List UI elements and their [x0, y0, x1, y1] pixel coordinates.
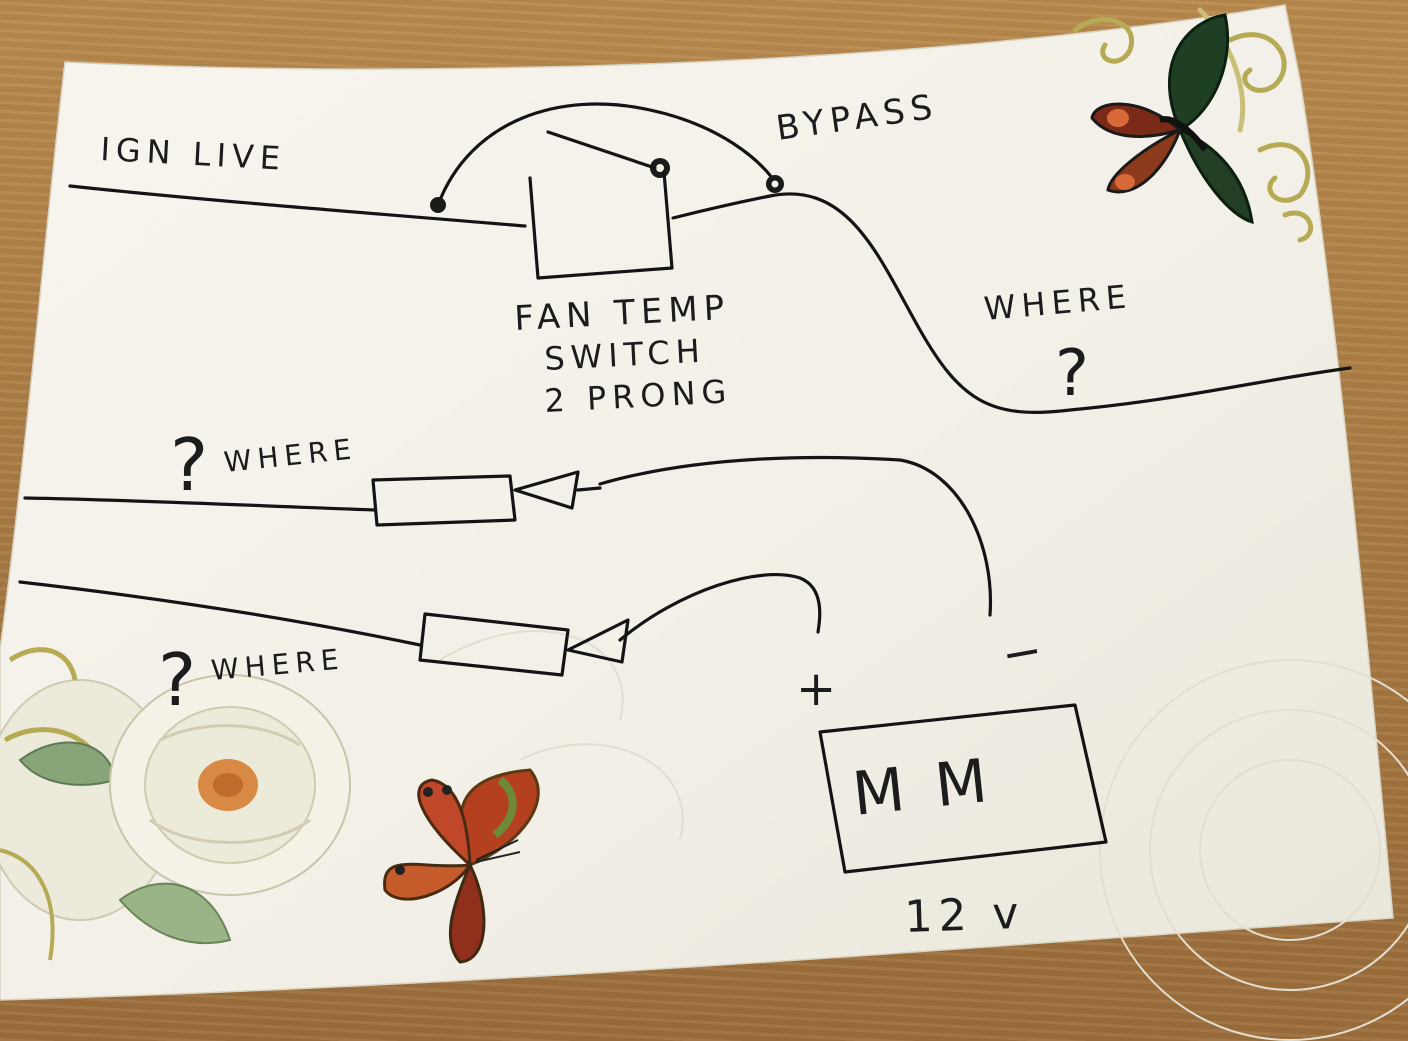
upper-lead-wire: [23, 496, 377, 512]
switch-lever: [546, 130, 657, 170]
switch-label: SWITCH: [543, 332, 706, 378]
question-mark-upper: ?: [170, 423, 214, 507]
where-lower-label: WHERE: [210, 642, 346, 687]
positive-terminal-label: +: [796, 661, 842, 717]
negative-terminal-label: −: [997, 621, 1052, 684]
where-right-wire: [768, 192, 1352, 414]
paper-card: [0, 4, 1394, 1001]
lower-connector-box: [418, 612, 570, 677]
ign-live-wire: [68, 184, 527, 228]
bypass-arc-wire: [436, 102, 777, 207]
two-prong-label: 2 PRONG: [543, 372, 733, 420]
butterfly-icon: [383, 768, 540, 964]
ign-live-label: IGN LIVE: [100, 130, 287, 178]
motor-box: [818, 703, 1108, 874]
bypass-label: BYPASS: [774, 87, 941, 149]
moth-icon: [1090, 13, 1254, 225]
voltage-label: 12 v: [904, 888, 1026, 943]
upper-arrow: [513, 470, 602, 510]
upper-connector-box: [371, 474, 517, 527]
white-rose-icon: [0, 647, 351, 961]
fan-temp-switch-box: [528, 170, 674, 280]
motor-label: M M: [849, 746, 996, 830]
faint-swirl-pattern: [439, 630, 1408, 1041]
question-mark-right: ?: [1055, 337, 1095, 411]
terminal-ign: [430, 197, 446, 213]
question-mark-lower: ?: [158, 638, 202, 722]
negative-lead-wire: [598, 455, 993, 617]
lower-arrow: [566, 573, 822, 664]
where-upper-label: WHERE: [222, 432, 358, 479]
gold-swirl-ornament: [1072, 7, 1314, 243]
where-right-label: WHERE: [982, 277, 1133, 328]
lower-lead-wire: [18, 580, 422, 647]
switch-output-wire: [671, 194, 772, 220]
